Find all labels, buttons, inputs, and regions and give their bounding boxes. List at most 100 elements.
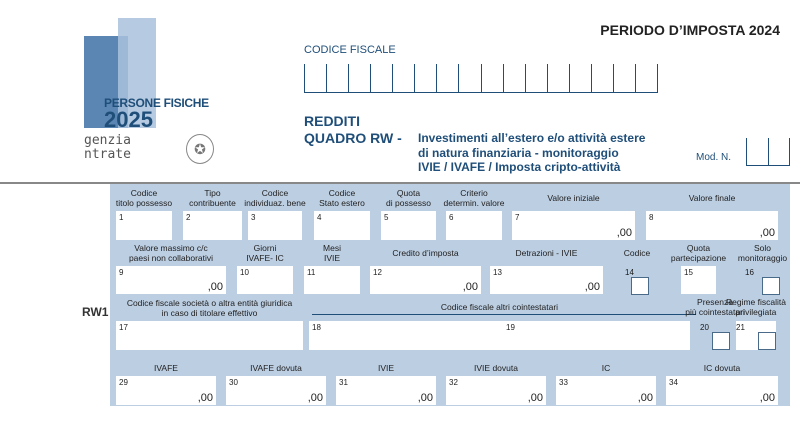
field-32[interactable]: 32,00 <box>446 376 546 405</box>
field-label-13: Detrazioni - IVIE <box>515 248 578 258</box>
field-29[interactable]: 29,00 <box>116 376 216 405</box>
field-number: 16 <box>745 268 754 277</box>
row-label: RW1 <box>82 305 109 319</box>
field-number: 14 <box>625 268 634 277</box>
field-8[interactable]: 8,00 <box>646 211 778 240</box>
field-label-29: IVAFE <box>154 363 178 373</box>
field-19[interactable]: 19 <box>503 321 690 350</box>
field-label-10: Giorni IVAFE- IC <box>246 243 284 263</box>
mod-n-input[interactable] <box>746 138 790 166</box>
field-1[interactable]: 1 <box>116 211 172 240</box>
decimals: ,00 <box>197 392 213 404</box>
field-number: 1 <box>119 213 124 222</box>
field-14[interactable]: 14 <box>625 266 649 295</box>
decimals: ,00 <box>527 392 543 404</box>
field-20[interactable]: 20 <box>700 321 730 350</box>
checkbox[interactable] <box>712 332 730 350</box>
field-label-3: Codice individuaz. bene <box>244 188 306 208</box>
field-label-34: IC dovuta <box>703 363 741 373</box>
field-number: 5 <box>384 213 389 222</box>
field-label-12: Credito d’imposta <box>392 248 459 258</box>
field-label-11: Mesi IVIE <box>323 243 341 263</box>
field-3[interactable]: 3 <box>248 211 302 240</box>
field-6[interactable]: 6 <box>446 211 502 240</box>
field-label-31: IVIE <box>377 363 395 373</box>
field-number: 10 <box>240 268 249 277</box>
field-33[interactable]: 33,00 <box>556 376 656 405</box>
field-number: 8 <box>649 213 654 222</box>
field-15[interactable]: 15 <box>681 266 716 294</box>
field-number: 20 <box>700 323 709 332</box>
field-21[interactable]: 21 <box>736 321 776 350</box>
codice-fiscale-label: CODICE FISCALE <box>304 44 396 56</box>
quadro-description: Investimenti all’estero e/o attività est… <box>418 131 646 174</box>
field-number: 21 <box>736 323 745 332</box>
field-label-4: Codice Stato estero <box>319 188 365 208</box>
field-10[interactable]: 10 <box>237 266 293 294</box>
logo-year: 2025 <box>104 107 153 132</box>
field-number: 15 <box>684 268 693 277</box>
field-number: 9 <box>119 268 124 277</box>
section-title: REDDITI <box>304 113 360 129</box>
field-number: 30 <box>229 378 238 387</box>
logo-f <box>118 18 156 128</box>
field-7[interactable]: 7,00 <box>512 211 635 240</box>
checkbox[interactable] <box>631 277 649 295</box>
field-30[interactable]: 30,00 <box>226 376 326 405</box>
field-number: 2 <box>186 213 191 222</box>
field-label-1: Codice titolo possesso <box>115 188 173 208</box>
checkbox[interactable] <box>758 332 776 350</box>
field-number: 13 <box>493 268 502 277</box>
field-2[interactable]: 2 <box>183 211 242 240</box>
field-12[interactable]: 12,00 <box>370 266 481 294</box>
field-number: 6 <box>449 213 454 222</box>
field-label-21: Regime fiscalità privilegiata <box>726 297 786 317</box>
decimals: ,00 <box>462 281 478 293</box>
decimals: ,00 <box>637 392 653 404</box>
field-11[interactable]: 11 <box>304 266 360 294</box>
field-label-2: Tipo contribuente <box>189 188 236 208</box>
field-31[interactable]: 31,00 <box>336 376 436 405</box>
field-17[interactable]: 17 <box>116 321 303 350</box>
field-number: 32 <box>449 378 458 387</box>
divider <box>312 314 696 315</box>
field-number: 29 <box>119 378 128 387</box>
field-number: 12 <box>373 268 382 277</box>
checkbox[interactable] <box>762 277 780 295</box>
field-label-15: Quota partecipazione <box>670 243 727 263</box>
decimals: ,00 <box>307 392 323 404</box>
field-label-30: IVAFE dovuta <box>250 363 302 373</box>
field-label-8: Valore finale <box>688 193 736 203</box>
field-34[interactable]: 34,00 <box>666 376 778 405</box>
field-number: 11 <box>307 268 316 277</box>
divider <box>0 182 800 184</box>
field-4[interactable]: 4 <box>314 211 370 240</box>
field-number: 7 <box>515 213 520 222</box>
field-label-9: Valore massimo c/c paesi non collaborati… <box>128 243 214 263</box>
decimals: ,00 <box>759 227 775 239</box>
decimals: ,00 <box>417 392 433 404</box>
field-label-16: Solo monitoraggio <box>737 243 788 263</box>
field-number: 33 <box>559 378 568 387</box>
field-number: 3 <box>251 213 256 222</box>
decimals: ,00 <box>616 227 632 239</box>
field-label-17: Codice fiscale società o altra entità gi… <box>126 298 293 318</box>
codice-fiscale-input[interactable] <box>304 64 658 93</box>
field-number: 31 <box>339 378 348 387</box>
field-16[interactable]: 16 <box>745 266 780 295</box>
field-number: 19 <box>506 323 515 332</box>
field-9[interactable]: 9,00 <box>116 266 226 294</box>
quadro-title: QUADRO RW - <box>304 130 402 146</box>
field-5[interactable]: 5 <box>381 211 436 240</box>
field-label-18: Codice fiscale altri cointestatari <box>440 302 559 312</box>
field-label-33: IC <box>601 363 611 373</box>
field-label-14: Codice <box>623 248 651 258</box>
field-13[interactable]: 13,00 <box>490 266 603 294</box>
logo-title: PERSONE FISICHE <box>104 96 209 110</box>
decimals: ,00 <box>759 392 775 404</box>
field-number: 34 <box>669 378 678 387</box>
field-label-6: Criterio determin. valore <box>443 188 505 208</box>
field-number: 4 <box>317 213 322 222</box>
tax-period: PERIODO D’IMPOSTA 2024 <box>600 22 780 38</box>
